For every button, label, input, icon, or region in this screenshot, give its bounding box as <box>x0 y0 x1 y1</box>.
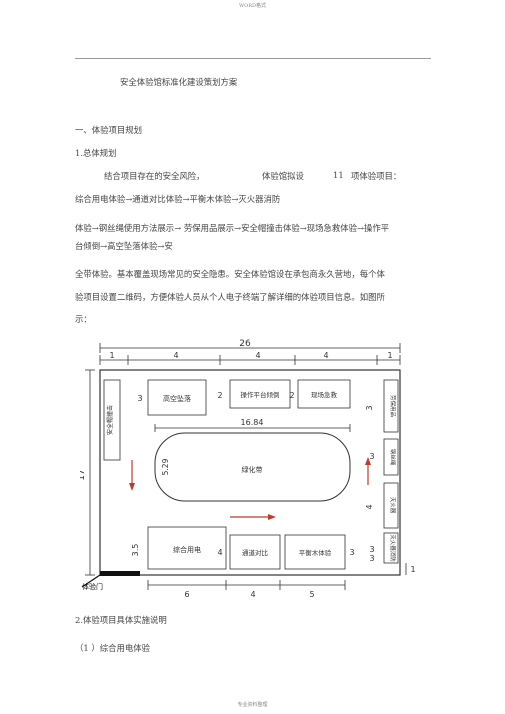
dim-track-height: 5.29 <box>161 458 170 475</box>
room-dim: 3 <box>369 554 374 563</box>
item-heading: （1 ）综合用电体验 <box>75 643 150 653</box>
room-aid-label: 现场急救 <box>311 390 338 399</box>
para-part-d: 项体验项目： <box>351 171 402 181</box>
header-rule <box>75 58 431 59</box>
entrance-label: 体验门 <box>82 582 103 591</box>
doc-title: 安全体验馆标准化建设策划方案 <box>120 77 238 87</box>
entrance-pointer <box>81 574 101 588</box>
room-dim: 3.5 <box>131 544 140 557</box>
room-channel-label: 通道对比 <box>242 548 269 557</box>
room-dim: 3 <box>365 405 374 410</box>
room-right-4 <box>383 532 399 564</box>
dim-height: 17 <box>80 469 87 480</box>
building-outline <box>99 369 401 576</box>
room-channel <box>229 534 281 570</box>
text-line: 体验→钢丝绳使用方法展示→ 劳保用品展示→安全帽撞击体验→现场急救体验→操作平 <box>75 223 390 233</box>
floor-plan: 26 1 4 4 4 1 17 安全帽撞击 高空坠落 3 操作平台倾倒 2 现场… <box>80 339 416 599</box>
room-beam <box>284 534 346 570</box>
subsection-heading-2: 2.体验项目具体实施说明 <box>75 615 167 625</box>
text-line: 验项目设置二维码，方便体验人员从个人电子终端了解详细的体验项目信息。如图所 <box>75 292 385 302</box>
room-dim: 2 <box>289 391 294 400</box>
dim-bottom-3: 5 <box>309 590 314 599</box>
room-right-1-label: 劳保用品 <box>389 395 397 418</box>
room-right-2 <box>383 438 399 476</box>
room-dim: 3 <box>369 452 374 461</box>
flow-arrow-head <box>129 483 135 491</box>
room-dim: 3 <box>349 548 354 557</box>
room-right-3-label: 灭火器 <box>389 497 396 514</box>
dim-top-5: 1 <box>387 351 392 360</box>
room-power-label: 综合用电 <box>173 545 201 554</box>
dim-track-length: 16.84 <box>241 418 264 427</box>
room-power <box>147 526 227 570</box>
dim-bottom-2: 4 <box>250 590 255 599</box>
room-high-fall <box>147 379 207 416</box>
room-dim: 4 <box>217 548 222 557</box>
room-right-4-label: 灭火器消防 <box>389 534 397 562</box>
section-heading: 一、体验项目规划 <box>75 125 142 135</box>
dim-top-1: 1 <box>109 351 114 360</box>
dim-bottom-1: 6 <box>184 590 189 599</box>
dim-top-2: 4 <box>173 351 178 360</box>
para-part-c: 11 <box>333 170 344 180</box>
room-platform <box>229 379 291 409</box>
page-header: WORD格式 <box>238 3 266 9</box>
room-dim: 3 <box>137 394 142 403</box>
room-right-1 <box>383 379 399 433</box>
room-left-tall-label: 安全帽撞击 <box>106 405 114 435</box>
room-high-fall-label: 高空坠落 <box>163 394 191 403</box>
room-aid <box>297 379 351 409</box>
flow-arrow-head <box>365 457 371 465</box>
dim-side-1: 1 <box>410 565 415 574</box>
text-line: 示： <box>75 314 92 324</box>
track-label: 绿化带 <box>242 465 263 474</box>
flow-arrow-head <box>268 514 276 520</box>
dim-total-width: 26 <box>239 339 251 349</box>
text-line: 台倾倒→高空坠落体验→安 <box>75 241 173 251</box>
dim-top-4: 4 <box>323 351 328 360</box>
room-dim: 4 <box>365 504 374 509</box>
room-dim: 2 <box>217 391 222 400</box>
para-part-b: 体验馆拟设 <box>262 171 304 181</box>
room-platform-label: 操作平台倾倒 <box>241 390 280 399</box>
room-right-3 <box>383 482 399 529</box>
track-loop <box>154 432 351 502</box>
subsection-heading: 1.总体规划 <box>75 148 117 158</box>
text-line: 综合用电体验→通道对比体验→平衡木体验→灭火器消防 <box>75 194 281 204</box>
entrance-bar <box>100 571 140 576</box>
para-part-a: 结合项目存在的安全风险， <box>104 171 205 181</box>
room-left-tall <box>103 379 121 461</box>
room-dim: 3 <box>369 545 374 554</box>
dim-top-3: 4 <box>255 351 260 360</box>
room-beam-label: 平衡木体验 <box>299 548 332 557</box>
text-line: 全带体验。基本覆盖现场常见的安全隐患。安全体验馆设在承包商永久营地，每个体 <box>75 269 385 279</box>
page-footer: 专业资料整理 <box>237 702 268 708</box>
room-right-2-label: 钢丝绳 <box>389 449 397 466</box>
